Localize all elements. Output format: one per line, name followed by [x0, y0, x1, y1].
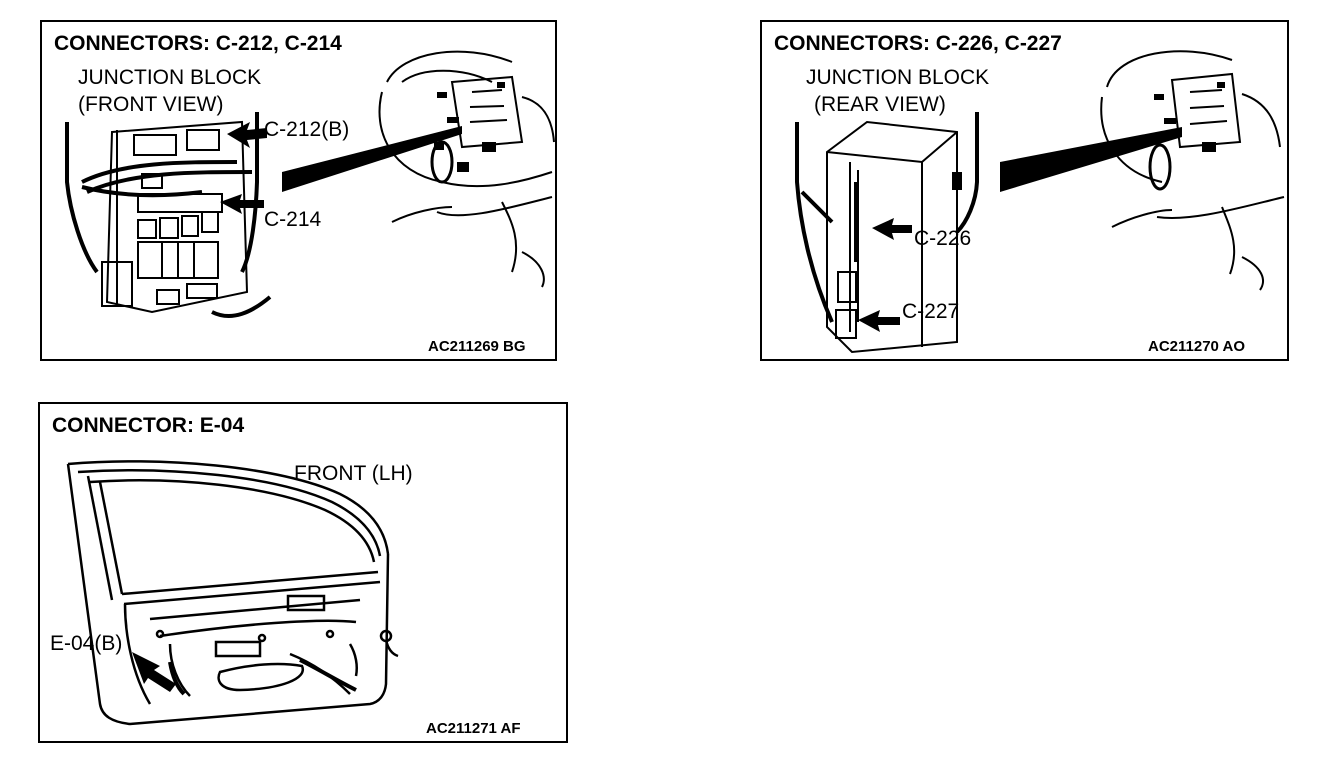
connector-label-c226: C-226	[914, 227, 972, 250]
figure-code: AC211270 AO	[1148, 338, 1246, 355]
panel-title: CONNECTOR: E-04	[52, 414, 245, 437]
diagram-panel-c226-c227: CONNECTORS: C-226, C-227 JUNCTION BLOCK …	[760, 20, 1289, 361]
panel-subtitle-view: (REAR VIEW)	[814, 93, 946, 116]
connector-label-c227: C-227	[902, 300, 960, 323]
figure-code: AC211271 AF	[426, 720, 521, 737]
front-door-lh-illustration	[66, 460, 399, 726]
connector-label-e04: E-04(B)	[50, 632, 123, 655]
panel-subtitle: JUNCTION BLOCK	[806, 66, 990, 89]
connector-label-c212: C-212(B)	[264, 118, 350, 141]
panel-subtitle: FRONT (LH)	[294, 462, 413, 485]
panel-subtitle: JUNCTION BLOCK	[78, 66, 262, 89]
connector-label-c214: C-214	[264, 208, 322, 231]
panel-title: CONNECTORS: C-226, C-227	[774, 32, 1062, 55]
panel-title: CONNECTORS: C-212, C-214	[54, 32, 342, 55]
panel-subtitle-view: (FRONT VIEW)	[78, 93, 224, 116]
figure-code: AC211269 BG	[428, 338, 526, 355]
junction-block-rear-view-illustration	[795, 50, 1285, 354]
junction-block-front-view-illustration	[65, 50, 555, 318]
diagram-panel-e04: CONNECTOR: E-04 FRONT (LH) E-04(B) AC211…	[38, 402, 568, 743]
diagram-panel-c212-c214: CONNECTORS: C-212, C-214 JUNCTION BLOCK …	[40, 20, 557, 361]
